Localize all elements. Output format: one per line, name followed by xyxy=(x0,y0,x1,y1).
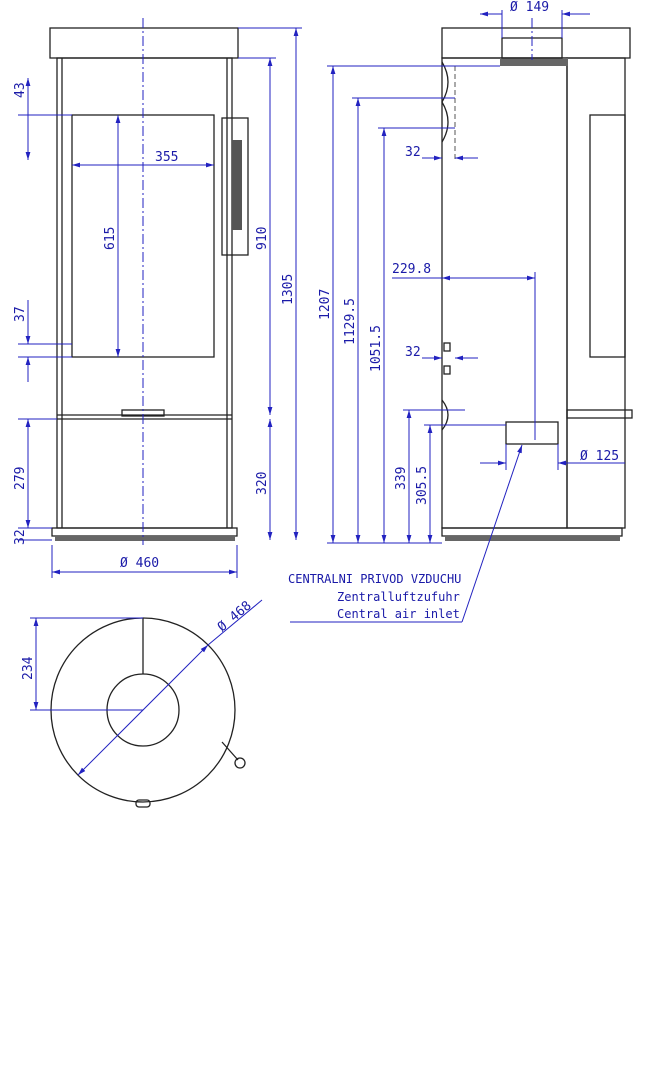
dim-door-height: 615 xyxy=(103,227,118,250)
dim-top-diameter: Ø 468 xyxy=(215,598,255,635)
dim-rear-offset-top: 32 xyxy=(405,145,421,160)
dim-air-inlet-offset: 229.8 xyxy=(392,262,431,277)
dim-rear-offset-mid: 32 xyxy=(405,345,421,360)
side-view: Ø 149 1207 1129.5 1051.5 32 229.8 32 339… xyxy=(288,0,633,623)
dim-outlet-2: 1051.5 xyxy=(369,325,384,372)
top-cap xyxy=(49,27,239,59)
top-view: 234 Ø 468 xyxy=(21,598,263,808)
dim-total-height: 1305 xyxy=(281,274,296,305)
note-line-de: Zentralluftzufuhr xyxy=(337,590,460,604)
handle-grip xyxy=(232,140,242,230)
dim-top-offset: 43 xyxy=(13,82,28,98)
dim-bottom-offset: 37 xyxy=(13,306,28,322)
note-line-en: Central air inlet xyxy=(337,607,460,621)
dim-door-width: 355 xyxy=(155,150,178,165)
dim-diameter: Ø 460 xyxy=(120,556,159,571)
dim-body-height: 910 xyxy=(255,227,270,250)
note-line-cz: CENTRALNI PRIVOD VZDUCHU xyxy=(288,572,461,586)
door-handle xyxy=(221,117,249,256)
front-view: 43 355 615 910 1305 37 279 32 320 Ø 460 xyxy=(13,18,302,578)
dim-flue-diameter: Ø 149 xyxy=(510,0,549,15)
dim-panel-height: 320 xyxy=(255,472,270,495)
dim-base-height: 32 xyxy=(13,529,28,545)
dim-inlet-height-2: 305.5 xyxy=(415,466,430,505)
dim-inlet-height-1: 339 xyxy=(394,467,409,490)
dim-outlet-1: 1129.5 xyxy=(343,298,358,345)
dim-inlet-diameter: Ø 125 xyxy=(580,449,619,464)
dim-center-offset: 234 xyxy=(21,656,36,680)
dim-flue-height: 1207 xyxy=(318,289,333,320)
dim-lower-panel: 279 xyxy=(13,467,28,490)
stove-body xyxy=(56,57,233,529)
